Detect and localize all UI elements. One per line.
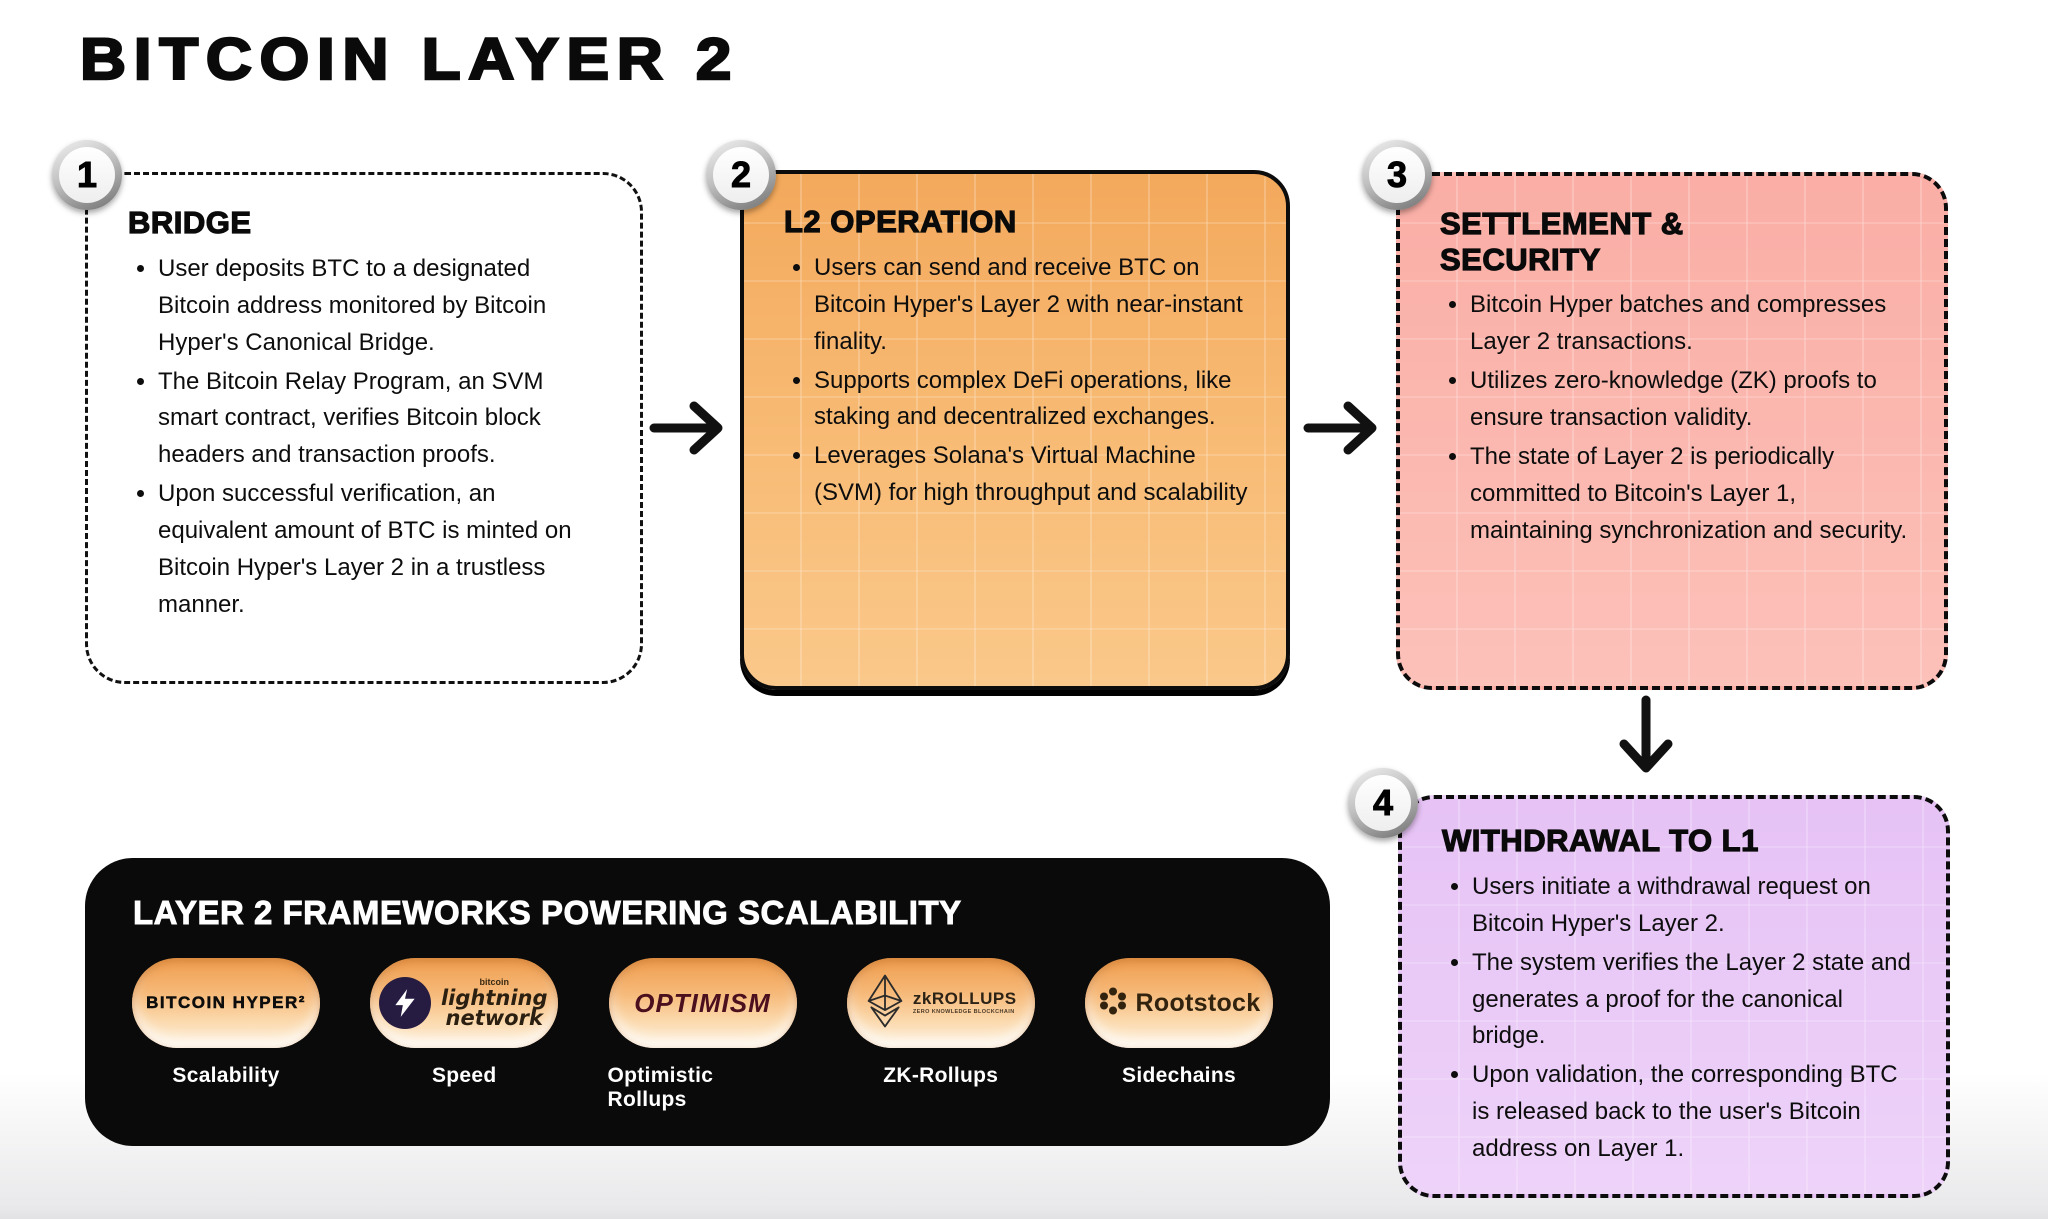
frameworks-panel-title: LAYER 2 FRAMEWORKS POWERING SCALABILITY [133,894,962,932]
framework-item-optimism: OPTIMISM Optimistic Rollups [608,958,798,1112]
card-settlement-bullets: Bitcoin Hyper batches and compresses Lay… [1440,287,1910,550]
step-2-badge-face: 2 [713,147,769,203]
step-3-badge: 3 [1362,140,1432,210]
card-settlement-title: SETTLEMENT & SECURITY [1439,205,1684,277]
page-title: BITCOIN LAYER 2 [79,26,740,93]
step-1-badge-face: 1 [59,147,115,203]
framework-item-lightning-network: bitcoin lightning network Speed [369,958,559,1112]
step-1-badge: 1 [52,140,122,210]
framework-label: ZK-Rollups [883,1064,999,1087]
optimism-logo: OPTIMISM [608,958,797,1048]
bullet-item: Upon successful verification, an equival… [158,476,606,624]
bullet-item: The state of Layer 2 is periodically com… [1470,439,1910,550]
card-settlement-security: SETTLEMENT & SECURITY Bitcoin Hyper batc… [1396,172,1948,690]
bullet-item: Leverages Solana's Virtual Machine (SVM)… [814,438,1252,512]
zk-rollups-logo-text: zkROLLUPS ZERO KNOWLEDGE BLOCKCHAIN [912,989,1017,1016]
bullet-item: Supports complex DeFi operations, like s… [814,363,1252,437]
framework-item-rootstock: Rootstock Sidechains [1084,958,1274,1112]
card-l2-operation: L2 OPERATION Users can send and receive … [740,170,1290,690]
bullet-item: Bitcoin Hyper batches and compresses Lay… [1470,287,1910,361]
card-bridge-title: BRIDGE [127,204,252,240]
card-l2-bullets: Users can send and receive BTC on Bitcoi… [784,250,1252,513]
arrow-down-icon [1619,695,1673,773]
bitcoin-hyper-logo-text: BITCOIN HYPER² [146,993,306,1013]
arrow-right-icon [1303,401,1377,455]
frameworks-panel: LAYER 2 FRAMEWORKS POWERING SCALABILITY … [85,858,1330,1146]
framework-item-bitcoin-hyper: BITCOIN HYPER² Scalability [131,958,321,1112]
rootstock-logo-text: Rootstock [1135,988,1261,1017]
card-l2-title: L2 OPERATION [783,203,1017,239]
step-2-badge: 2 [706,140,776,210]
lightning-bolt-icon [379,977,432,1029]
bullet-item: Users can send and receive BTC on Bitcoi… [814,250,1252,361]
framework-label: Sidechains [1122,1064,1236,1087]
lightning-network-logo: bitcoin lightning network [370,958,559,1048]
framework-label: Speed [431,1064,497,1087]
optimism-logo-text: OPTIMISM [634,987,771,1018]
step-4-number: 4 [1372,782,1394,824]
bullet-item: The system verifies the Layer 2 state an… [1472,945,1912,1056]
bullet-item: Utilizes zero-knowledge (ZK) proofs to e… [1470,363,1910,437]
card-bridge: BRIDGE User deposits BTC to a designated… [85,172,643,684]
step-4-badge-face: 4 [1355,775,1411,831]
bullet-item: Users initiate a withdrawal request on B… [1472,869,1912,943]
card-withdrawal-bullets: Users initiate a withdrawal request on B… [1442,869,1912,1169]
step-1-number: 1 [76,154,98,196]
step-2-number: 2 [730,154,752,196]
frameworks-row: BITCOIN HYPER² Scalability bitcoin light… [85,932,1330,1112]
card-bridge-bullets: User deposits BTC to a designated Bitcoi… [128,251,606,625]
framework-item-zk-rollups: zkROLLUPS ZERO KNOWLEDGE BLOCKCHAIN ZK-R… [846,958,1036,1112]
step-3-number: 3 [1386,154,1408,196]
card-withdrawal-title: WITHDRAWAL TO L1 [1441,822,1759,858]
step-3-badge-face: 3 [1369,147,1425,203]
lightning-network-top-text: bitcoin [479,976,510,987]
ethereum-diamond-icon [865,973,905,1034]
rootstock-flower-icon [1098,986,1128,1021]
framework-label: Optimistic Rollups [607,1064,714,1111]
framework-label: Scalability [172,1064,280,1087]
bullet-item: The Bitcoin Relay Program, an SVM smart … [158,364,606,475]
zk-rollups-logo: zkROLLUPS ZERO KNOWLEDGE BLOCKCHAIN [846,958,1035,1048]
card-withdrawal-l1: WITHDRAWAL TO L1 Users initiate a withdr… [1398,795,1950,1198]
arrow-right-icon [649,401,723,455]
bullet-item: Upon validation, the corresponding BTC i… [1472,1057,1912,1168]
bitcoin-hyper-logo: BITCOIN HYPER² [132,958,320,1048]
lightning-network-logo-text: bitcoin lightning network [440,976,548,1030]
rootstock-logo: Rootstock [1085,958,1273,1048]
step-4-badge: 4 [1348,768,1418,838]
bullet-item: User deposits BTC to a designated Bitcoi… [158,251,606,362]
